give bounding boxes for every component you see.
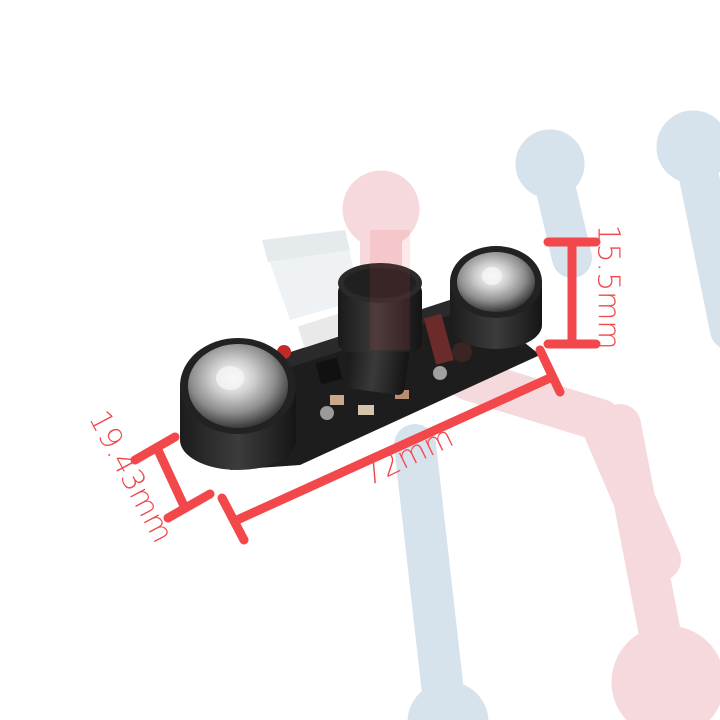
camera-lens bbox=[338, 263, 422, 395]
ir-led-left bbox=[180, 338, 296, 470]
dim-width-right-tick bbox=[535, 345, 565, 397]
dim-label-height-right: 15.5mm bbox=[590, 224, 626, 350]
ir-led-right bbox=[450, 246, 542, 349]
dim-height-left-bottom bbox=[163, 489, 215, 523]
dim-width-left-tick bbox=[217, 493, 249, 545]
dim-width-line bbox=[232, 373, 555, 525]
dim-height-left-stem bbox=[153, 445, 189, 511]
ribbon-cable bbox=[262, 230, 360, 320]
